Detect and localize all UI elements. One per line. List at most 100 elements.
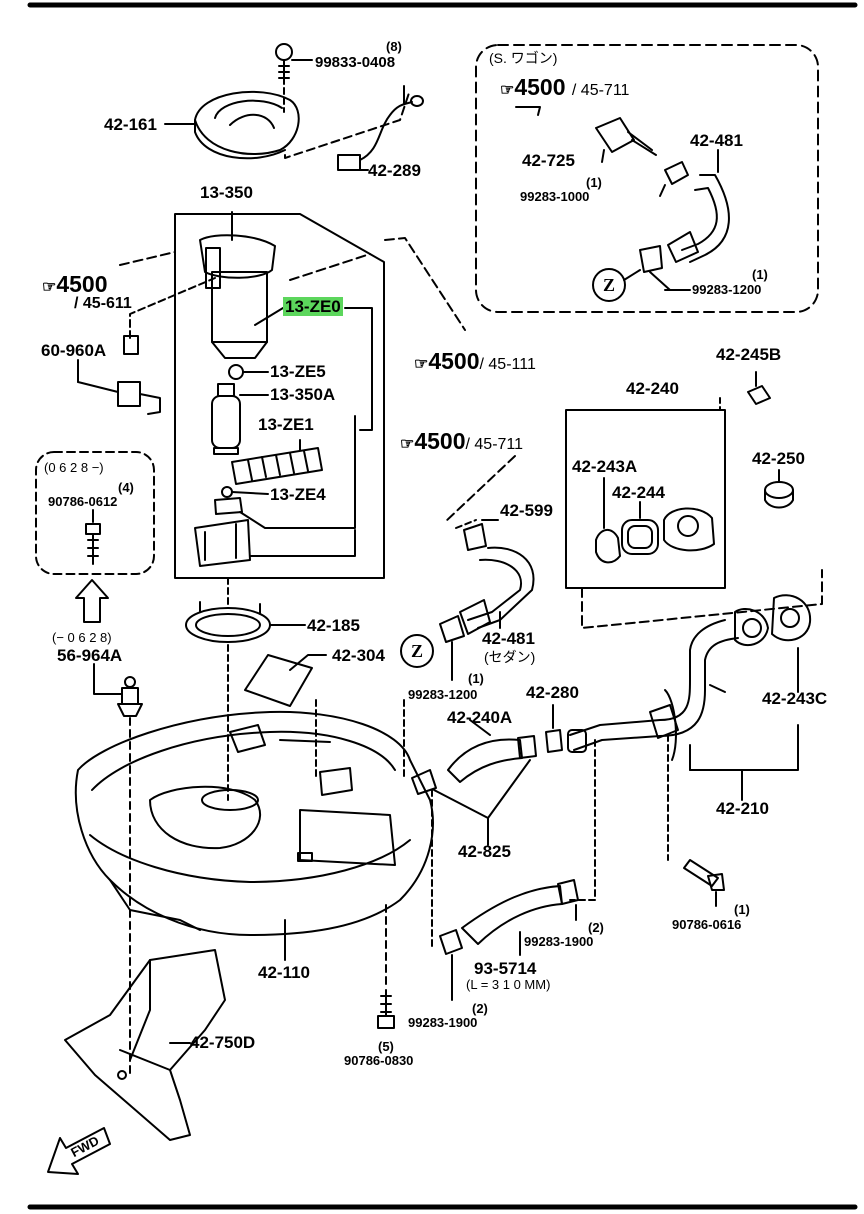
label-42-289[interactable]: 42-289 — [368, 161, 421, 180]
pointing-hand-icon: ☞ — [42, 279, 57, 296]
wagon-box — [475, 44, 819, 313]
pointing-hand-icon: ☞ — [400, 436, 415, 453]
qty-99283-1900-b: (2) — [472, 1001, 488, 1016]
clamp-99283-1200-mid — [439, 615, 465, 643]
callout-z-top: Z — [592, 268, 626, 302]
label-42-825[interactable]: 42-825 — [458, 842, 511, 861]
label-42-280[interactable]: 42-280 — [526, 683, 579, 702]
qty-99283-1000: (1) — [586, 175, 602, 190]
fwd-arrow-shape — [47, 1127, 111, 1175]
label-90786-0616[interactable]: 90786-0616 — [672, 917, 742, 932]
qty-99283-1900-a: (2) — [588, 920, 604, 935]
label-13-ze0[interactable]: 13-ZE0 — [283, 297, 343, 316]
callout-z-mid: Z — [400, 634, 434, 668]
qty-99833-0408: (8) — [386, 39, 402, 54]
ref-4500-45-611[interactable]: ☞4500 — [42, 271, 108, 297]
label-42-481-sedan[interactable]: 42-481 — [482, 629, 535, 648]
label-42-243c[interactable]: 42-243C — [762, 689, 828, 708]
holder-shape — [194, 497, 251, 567]
check-valve-shape — [595, 117, 657, 156]
pump-assembly-box — [174, 213, 385, 579]
label-93-5714[interactable]: 93-5714 — [474, 959, 537, 978]
label-42-240[interactable]: 42-240 — [626, 379, 679, 398]
pointing-hand-icon: ☞ — [500, 82, 515, 99]
note-sedan: (セダン) — [484, 649, 536, 665]
ref-page-45-611: / 45-611 — [74, 295, 132, 312]
seal-42-244-shape — [621, 501, 659, 555]
replacement-arrow — [75, 579, 109, 623]
label-99283-1200-sedan[interactable]: 99283-1200 — [408, 687, 478, 702]
pointing-hand-icon: ☞ — [414, 356, 429, 373]
pump-module-shape — [199, 234, 276, 359]
gasket-shape — [244, 654, 313, 707]
harness-shape — [337, 85, 424, 171]
filler-pipe-shape — [567, 608, 769, 761]
label-90786-0612[interactable]: 90786-0612 — [48, 494, 118, 509]
label-13-ze1[interactable]: 13-ZE1 — [258, 415, 314, 434]
label-99833-0408[interactable]: 99833-0408 — [315, 54, 396, 71]
filter-shape — [231, 447, 323, 485]
label-99283-1000[interactable]: 99283-1000 — [520, 189, 590, 204]
label-13-ze4[interactable]: 13-ZE4 — [270, 485, 326, 504]
clamp-99283-1000 — [664, 161, 689, 185]
hose-42-240a-shape — [447, 738, 523, 783]
hose-42-481-top-shape — [667, 174, 730, 263]
ref-4500-45-711-sedan[interactable]: ☞4500/ 45-711 — [400, 428, 524, 454]
label-42-481-wagon[interactable]: 42-481 — [690, 131, 743, 150]
grommet-56-964a-shape — [117, 676, 143, 717]
label-42-245b[interactable]: 42-245B — [716, 345, 782, 364]
label-42-599[interactable]: 42-599 — [500, 501, 553, 520]
gasket-42-243c-shape — [771, 594, 812, 642]
label-42-185[interactable]: 42-185 — [307, 616, 360, 635]
clip-13ze4 — [221, 486, 233, 498]
label-42-240a[interactable]: 42-240A — [447, 708, 513, 727]
label-42-725[interactable]: 42-725 — [522, 151, 575, 170]
cover-plate-shape — [194, 90, 300, 160]
date-box — [35, 451, 155, 575]
clamp-99283-1200-top — [639, 245, 663, 273]
qty-99283-1200-sedan: (1) — [468, 671, 484, 686]
fuel-tank-shape — [74, 710, 434, 936]
bolt-90786-0616-shape — [683, 859, 725, 891]
note-date-from: (0 6 2 8 −) — [44, 460, 104, 475]
filler-plate-shape — [663, 507, 715, 552]
sender-shape — [117, 335, 161, 415]
ref-4500-45-111[interactable]: ☞4500/ 45-111 — [414, 348, 536, 374]
label-42-243a[interactable]: 42-243A — [572, 457, 638, 476]
qty-90786-0616: (1) — [734, 902, 750, 917]
note-wagon: (S. ワゴン) — [489, 50, 558, 66]
label-13-ze5[interactable]: 13-ZE5 — [270, 362, 326, 381]
label-13-350a[interactable]: 13-350A — [270, 385, 336, 404]
ref-4500-45-711-wagon[interactable]: ☞4500 / 45-711 — [500, 74, 630, 100]
label-42-250[interactable]: 42-250 — [752, 449, 805, 468]
label-42-110[interactable]: 42-110 — [258, 963, 310, 982]
fuel-pump-shape — [211, 383, 241, 455]
label-42-304[interactable]: 42-304 — [332, 646, 385, 665]
clamp-42-599 — [463, 523, 487, 551]
note-length: (L = 3 1 0 MM) — [466, 977, 551, 992]
clamp-99283-1900-b — [439, 929, 463, 955]
qty-90786-0612: (4) — [118, 480, 134, 495]
label-13-350[interactable]: 13-350 — [200, 183, 253, 202]
bolt-90786-0830-shape — [377, 989, 395, 1029]
label-56-964a[interactable]: 56-964A — [57, 646, 123, 665]
label-42-210[interactable]: 42-210 — [716, 799, 769, 818]
label-42-750d[interactable]: 42-750D — [190, 1033, 256, 1052]
label-99283-1900-b[interactable]: 99283-1900 — [408, 1015, 478, 1030]
highlighted-part: 13-ZE0 — [283, 297, 343, 316]
label-60-960a[interactable]: 60-960A — [41, 341, 107, 360]
hose-42-481-mid-shape — [477, 546, 535, 629]
qty-99283-1200-wagon: (1) — [752, 267, 768, 282]
note-date-to: (− 0 6 2 8) — [52, 630, 112, 645]
bolt-90786-0612-shape — [85, 523, 101, 565]
bolt-99833-shape — [275, 43, 293, 85]
label-42-244[interactable]: 42-244 — [612, 483, 665, 502]
label-42-161[interactable]: 42-161 — [104, 115, 157, 134]
label-99283-1900-a[interactable]: 99283-1900 — [524, 934, 594, 949]
label-90786-0830[interactable]: 90786-0830 — [344, 1053, 414, 1068]
cap-42-250-shape — [764, 481, 794, 509]
lock-ring-shape — [185, 601, 271, 643]
filler-group-box — [565, 409, 726, 589]
label-99283-1200-wagon[interactable]: 99283-1200 — [692, 282, 762, 297]
